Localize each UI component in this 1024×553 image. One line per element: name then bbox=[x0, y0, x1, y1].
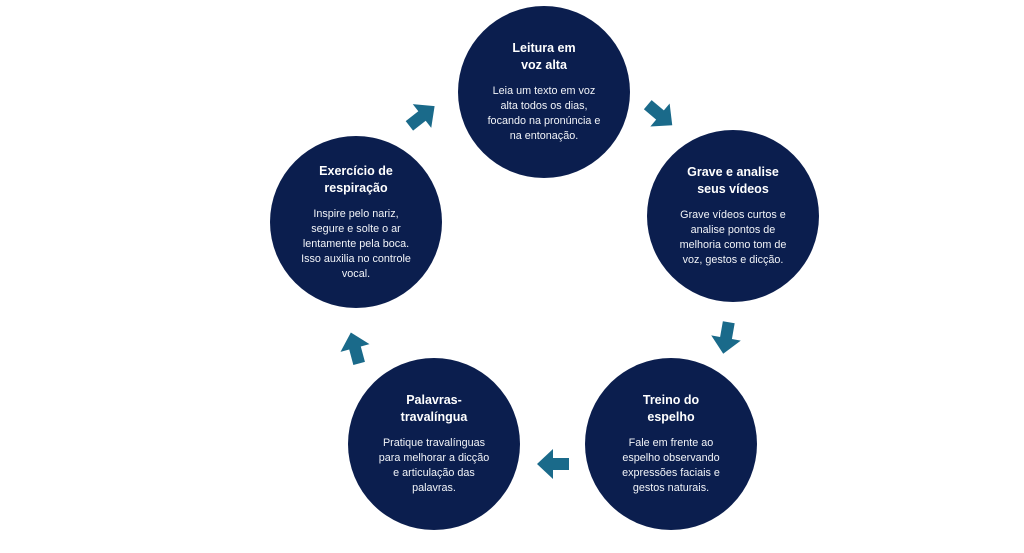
step-title: Grave e analise seus vídeos bbox=[687, 165, 779, 196]
arrow-right-icon bbox=[397, 91, 448, 142]
step-title: Palavras- travalíngua bbox=[400, 393, 468, 424]
cycle-step-travalingua: Palavras- travalíngua Pratique travalíng… bbox=[348, 358, 520, 530]
cycle-step-respiracao: Exercício de respiração Inspire pelo nar… bbox=[270, 136, 442, 308]
cycle-step-grave: Grave e analise seus vídeos Grave vídeos… bbox=[647, 130, 819, 302]
step-description: Grave vídeos curtos e analise pontos de … bbox=[679, 209, 787, 266]
step-description: Fale em frente ao espelho observando exp… bbox=[622, 437, 720, 494]
step-title: Exercício de respiração bbox=[319, 163, 393, 195]
step-description: Leia um texto em voz alta todos os dias,… bbox=[487, 85, 601, 142]
step-title: Treino do espelho bbox=[642, 393, 700, 424]
cycle-step-espelho: Treino do espelho Fale em frente ao espe… bbox=[585, 358, 757, 530]
arrow-right-icon bbox=[705, 317, 747, 359]
arrow-right-icon bbox=[635, 90, 686, 141]
cycle-step-leitura: Leitura em voz alta Leia um texto em voz… bbox=[458, 6, 630, 178]
arrow-right-icon bbox=[535, 446, 571, 482]
step-title: Leitura em voz alta bbox=[512, 41, 576, 72]
step-description: Pratique travalínguas para melhorar a di… bbox=[378, 437, 490, 494]
step-description: Inspire pelo nariz, segure e solte o ar … bbox=[301, 207, 411, 280]
arrow-right-icon bbox=[333, 326, 377, 370]
